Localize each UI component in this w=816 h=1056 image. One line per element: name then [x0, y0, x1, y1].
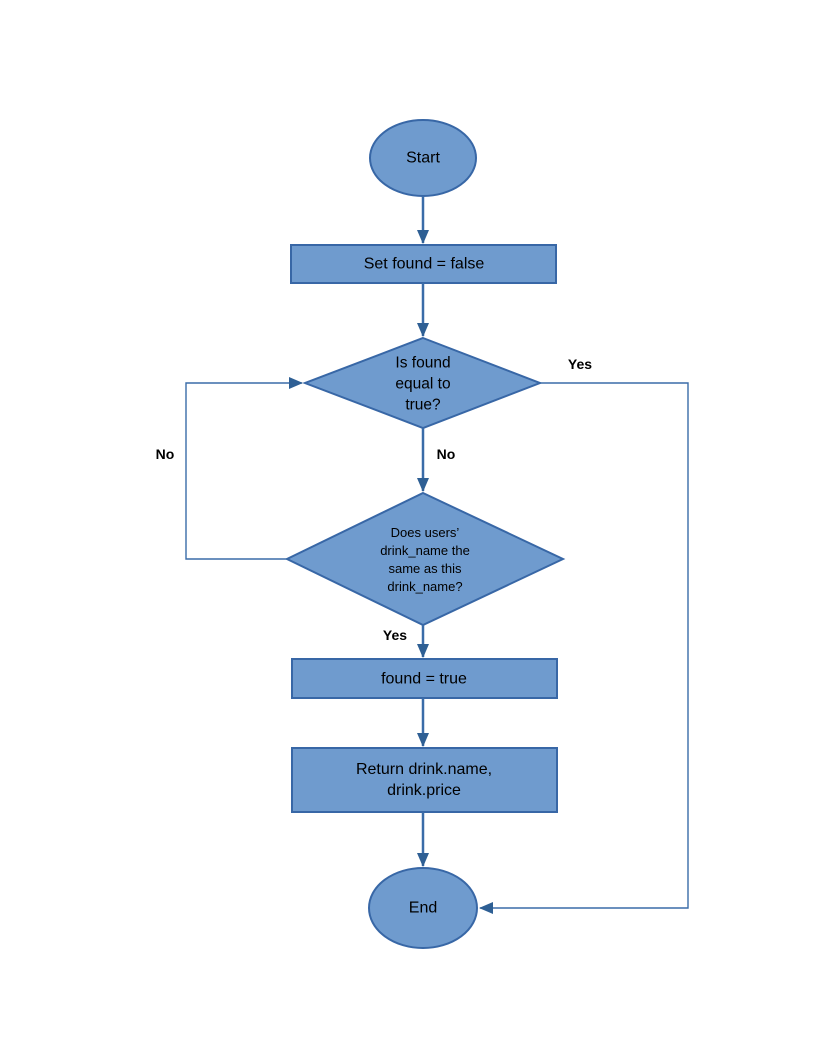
edge-check-drink-no-loop-to-check-found	[185, 377, 303, 560]
start-terminator-shape	[369, 119, 477, 197]
edge-check-found-yes-to-end	[479, 382, 689, 914]
end-terminator-shape	[368, 867, 478, 949]
check-drink-decision-shape	[284, 491, 566, 627]
found-true-process-shape	[291, 658, 558, 699]
return-drink-process-shape	[291, 747, 558, 813]
check-found-decision-shape	[302, 336, 543, 430]
set-found-process-shape	[290, 244, 557, 284]
